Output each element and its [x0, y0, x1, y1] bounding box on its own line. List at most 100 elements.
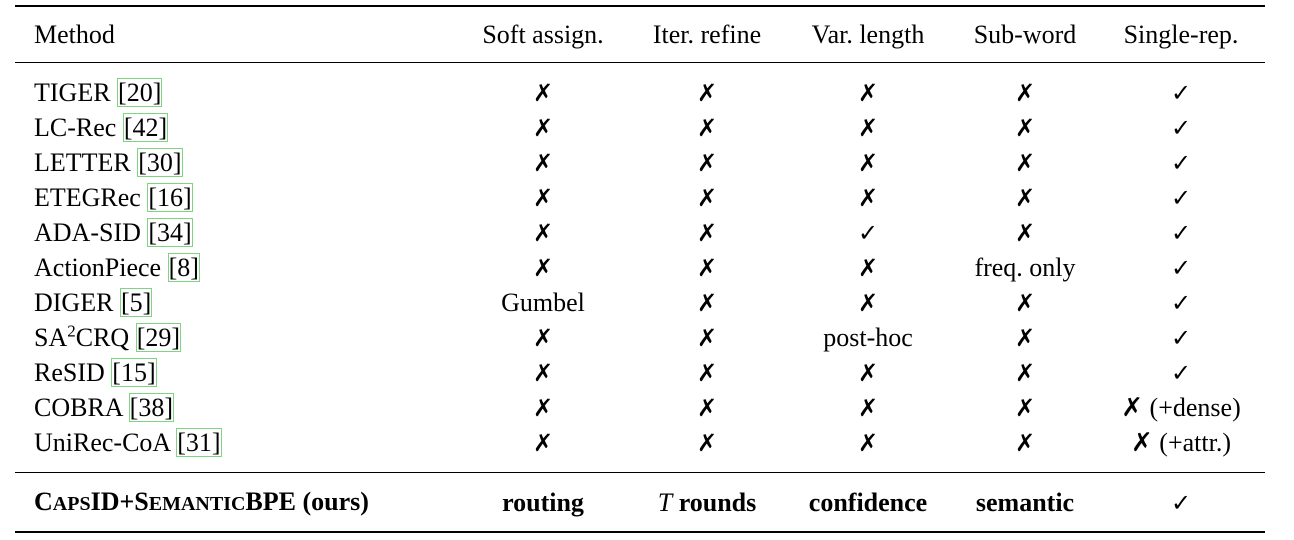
header-single-rep: Single-rep.: [1123, 20, 1239, 49]
table-cell-var-length: ✗: [857, 184, 879, 212]
table-row-method: LETTER [30]: [34, 148, 183, 178]
table-cell-single-rep: ✓: [1170, 184, 1192, 212]
table-cell-var-length: ✗: [857, 429, 879, 457]
citation-link[interactable]: [31]: [176, 428, 222, 457]
citation-link[interactable]: [16]: [147, 183, 193, 212]
table-cell-sub-word: ✗: [1014, 394, 1036, 422]
table-cell-iter-refine: ✗: [696, 254, 718, 282]
table-cell-soft-assign: ✗: [532, 149, 554, 177]
table-cell-soft-assign: ✗: [532, 79, 554, 107]
table-cell-iter-refine: ✗: [696, 289, 718, 317]
citation-link[interactable]: [38]: [128, 393, 174, 422]
table-cell-var-length: ✗: [857, 359, 879, 387]
table-cell-iter-refine: ✗: [696, 184, 718, 212]
table-cell-sub-word: ✗: [1014, 149, 1036, 177]
method-name: TIGER: [34, 78, 111, 107]
table-cell-single-rep: ✓: [1170, 324, 1192, 352]
header-method: Method: [34, 20, 115, 49]
method-name: DIGER: [34, 288, 114, 317]
method-name: ADA-SID: [34, 218, 141, 247]
citation-link[interactable]: [34]: [147, 218, 193, 247]
table-cell-soft-assign: ✗: [532, 394, 554, 422]
table-row-method: ETEGRec [16]: [34, 183, 193, 213]
table-cell-single-rep: ✓: [1170, 289, 1192, 317]
table-cell-soft-assign: ✗: [532, 324, 554, 352]
table-cell-iter-refine: ✗: [696, 149, 718, 177]
table-cell-var-length: post-hoc: [823, 323, 913, 352]
table-cell-var-length: ✗: [857, 114, 879, 142]
table-cell-iter-refine: ✗: [696, 324, 718, 352]
table-cell-var-length: ✗: [857, 394, 879, 422]
table-cell-sub-word: ✗: [1014, 114, 1036, 142]
table-cell-var-length: ✗: [857, 149, 879, 177]
ours-rule: [15, 472, 1265, 474]
citation-link[interactable]: [15]: [111, 358, 157, 387]
table-cell-sub-word: ✗: [1014, 219, 1036, 247]
table-cell-soft-assign: Gumbel: [501, 288, 585, 317]
table-cell-single-rep: ✓: [1170, 219, 1192, 247]
ours-iter-T: T: [657, 488, 673, 517]
table-cell-iter-refine: ✗: [696, 79, 718, 107]
table-cell-sub-word: ✗: [1014, 184, 1036, 212]
method-name: ETEGRec: [34, 183, 141, 212]
header-iter-refine: Iter. refine: [652, 20, 762, 49]
table-cell-soft-assign: ✗: [532, 359, 554, 387]
table-cell-sub-word: ✗: [1014, 359, 1036, 387]
table-cell-iter-refine: ✗: [696, 219, 718, 247]
table-cell-soft-assign: ✗: [532, 114, 554, 142]
table-cell-soft-assign: ✗: [532, 429, 554, 457]
table-cell-var-length: ✗: [857, 289, 879, 317]
method-name: UniRec-CoA: [34, 428, 170, 457]
table-cell-sub-word: ✗: [1014, 79, 1036, 107]
ours-name-bpe: BPE: [245, 487, 296, 516]
table-cell-var-length: ✓: [857, 219, 879, 247]
method-name-superscript: 2: [67, 321, 76, 341]
bottom-rule: [15, 531, 1265, 533]
ours-method-name: CAPSID+SEMANTICBPE (ours): [34, 487, 369, 519]
table-cell-sub-word: ✗: [1014, 429, 1036, 457]
table-cell-var-length: ✗: [857, 254, 879, 282]
header-var-length: Var. length: [811, 20, 925, 49]
table-cell-single-rep: ✓: [1170, 114, 1192, 142]
citation-link[interactable]: [5]: [119, 288, 153, 317]
header-soft-assign: Soft assign.: [482, 20, 604, 49]
table-cell-iter-refine: ✗: [696, 114, 718, 142]
method-name: LETTER: [34, 148, 131, 177]
table-row-method: LC-Rec [42]: [34, 113, 169, 143]
method-name-prefix: SA: [34, 323, 68, 352]
table-cell-sub-word: freq. only: [974, 253, 1076, 282]
method-name: LC-Rec: [34, 113, 117, 142]
ours-sub-word: semantic: [975, 488, 1075, 517]
citation-link[interactable]: [30]: [137, 148, 183, 177]
table-cell-soft-assign: ✗: [532, 254, 554, 282]
table-cell-soft-assign: ✗: [532, 184, 554, 212]
method-name: ReSID: [34, 358, 105, 387]
citation-link[interactable]: [42]: [122, 113, 169, 142]
table-cell-single-rep: ✗ (+attr.): [1131, 428, 1231, 457]
ours-name-aps: APS: [52, 493, 91, 515]
ours-name-emantic: EMANTIC: [148, 493, 246, 515]
ours-single-rep: ✓: [1170, 489, 1192, 517]
ours-iter-rounds: rounds: [672, 488, 757, 517]
table-row-method: TIGER [20]: [34, 78, 163, 108]
table-cell-single-rep: ✓: [1170, 149, 1192, 177]
method-name: ActionPiece: [34, 253, 162, 282]
ours-var-length: confidence: [808, 488, 928, 517]
table-cell-soft-assign: ✗: [532, 219, 554, 247]
table-cell-single-rep: ✓: [1170, 254, 1192, 282]
header-rule: [15, 62, 1265, 64]
table-row-method: COBRA [38]: [34, 393, 174, 423]
ours-iter-refine: T rounds: [658, 488, 757, 518]
citation-link[interactable]: [8]: [167, 253, 200, 282]
table-cell-single-rep: ✗ (+dense): [1121, 393, 1241, 422]
table-row-method: ActionPiece [8]: [34, 253, 200, 283]
table-row-method: DIGER [5]: [34, 288, 153, 318]
table-cell-single-rep: ✓: [1170, 79, 1192, 107]
table-cell-iter-refine: ✗: [696, 359, 718, 387]
table-cell-sub-word: ✗: [1014, 289, 1036, 317]
table-cell-single-rep: ✓: [1170, 359, 1192, 387]
table-row-method: ADA-SID [34]: [34, 218, 193, 248]
citation-link[interactable]: [20]: [117, 78, 163, 107]
citation-link[interactable]: [29]: [135, 323, 182, 352]
top-rule: [15, 5, 1265, 7]
